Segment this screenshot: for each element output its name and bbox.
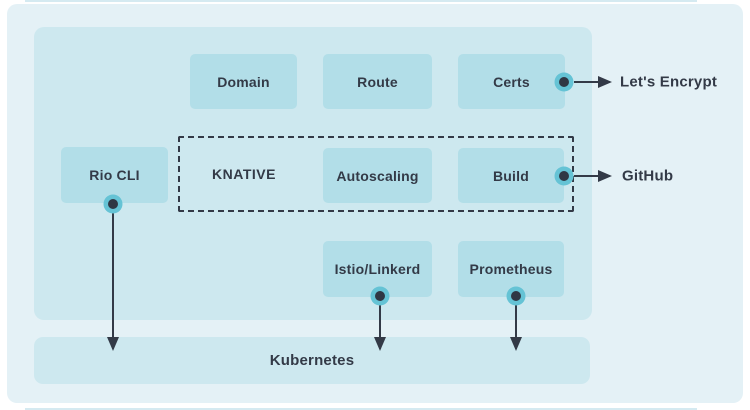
certs-box: Certs — [458, 54, 565, 109]
build-box: Build — [458, 148, 564, 203]
route-label: Route — [357, 73, 398, 90]
certs-label: Certs — [493, 73, 530, 90]
prometheus-label: Prometheus — [469, 261, 553, 277]
rio-cli-label: Rio CLI — [89, 167, 140, 183]
autoscaling-box: Autoscaling — [323, 148, 432, 203]
rio-cli-box: Rio CLI — [61, 147, 168, 203]
github-label: GitHub — [622, 167, 674, 185]
kubernetes-label: Kubernetes — [269, 352, 355, 369]
knative-label: KNATIVE — [212, 166, 276, 182]
domain-label: Domain — [217, 73, 270, 90]
autoscaling-label: Autoscaling — [336, 167, 419, 184]
top-edge-strip — [25, 0, 697, 2]
lets-encrypt-label: Let's Encrypt — [620, 73, 718, 91]
istio-linkerd-label: Istio/Linkerd — [334, 261, 421, 277]
domain-box: Domain — [190, 54, 297, 109]
build-label: Build — [493, 167, 529, 184]
prometheus-box: Prometheus — [458, 241, 564, 297]
istio-linkerd-box: Istio/Linkerd — [323, 241, 432, 297]
route-box: Route — [323, 54, 432, 109]
kubernetes-bar: Kubernetes — [34, 337, 590, 384]
bottom-edge-strip — [25, 408, 697, 410]
